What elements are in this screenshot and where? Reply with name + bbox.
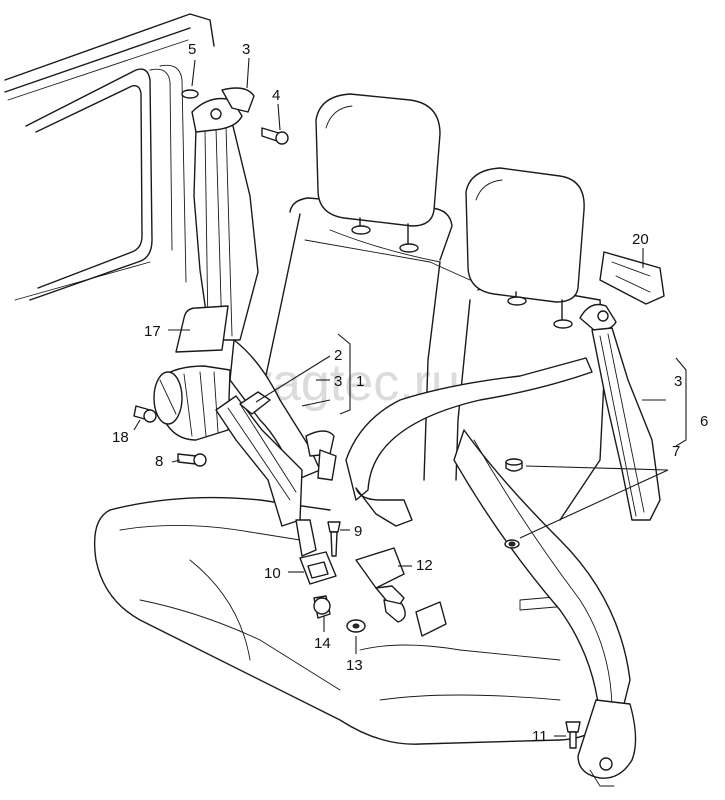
callout-6: 6	[700, 413, 708, 430]
callout-3-top: 3	[242, 41, 250, 58]
callout-17: 17	[144, 323, 161, 340]
callout-3-mid: 3	[334, 373, 342, 390]
callout-labels: 5 3 4 20 17 2 3 1 3 6 7 18 8 9 10 12 14 …	[112, 41, 708, 745]
callout-1: 1	[356, 373, 364, 390]
hardware-parts	[181, 89, 665, 749]
callout-10: 10	[264, 565, 281, 582]
callout-5: 5	[188, 41, 196, 58]
left-seat-belt-assembly	[133, 87, 337, 557]
rear-seat-backrest	[264, 197, 605, 521]
rear-seat-cushion	[93, 496, 611, 745]
headrest-left	[315, 93, 441, 253]
callout-3-right: 3	[674, 373, 682, 390]
callout-2: 2	[334, 347, 342, 364]
leader-lines	[133, 57, 687, 737]
callout-20: 20	[632, 231, 649, 248]
body-window-frame	[4, 13, 215, 301]
right-seat-belt-assembly	[345, 303, 661, 787]
callout-4: 4	[272, 87, 280, 104]
callout-13: 13	[346, 657, 363, 674]
callout-12: 12	[416, 557, 433, 574]
callout-8: 8	[155, 453, 163, 470]
headrest-right	[465, 167, 585, 329]
callout-9: 9	[354, 523, 362, 540]
callout-7: 7	[672, 443, 680, 460]
callout-14: 14	[314, 635, 331, 652]
callout-11: 11	[532, 728, 548, 745]
callout-18: 18	[112, 429, 129, 446]
